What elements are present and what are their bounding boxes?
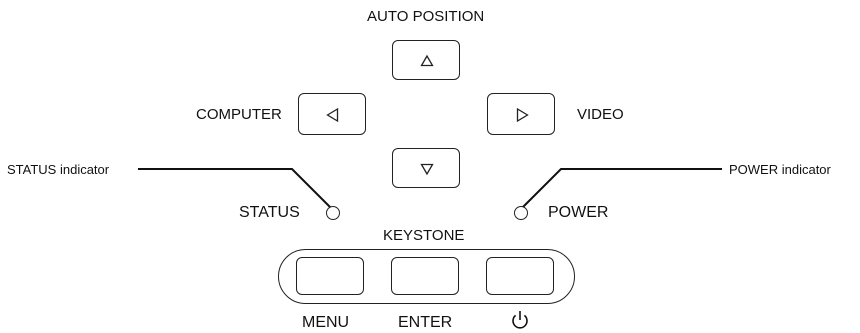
status-label: STATUS <box>239 204 300 221</box>
auto-position-label: AUTO POSITION <box>367 8 485 25</box>
video-label: VIDEO <box>577 106 624 123</box>
power-button[interactable] <box>486 257 554 295</box>
power-label: POWER <box>548 204 609 221</box>
status-indicator-callout-line <box>138 168 332 209</box>
power-indicator-callout-line <box>521 168 722 209</box>
computer-label: COMPUTER <box>196 106 282 123</box>
status-indicator-led <box>326 206 340 220</box>
enter-label: ENTER <box>398 314 453 331</box>
up-button[interactable] <box>392 40 460 80</box>
keystone-label: KEYSTONE <box>383 227 465 244</box>
triangle-left-icon <box>326 107 339 123</box>
power-symbol-icon <box>512 311 528 329</box>
triangle-down-icon <box>420 163 434 176</box>
right-button[interactable] <box>487 93 555 135</box>
triangle-up-icon <box>420 54 434 67</box>
triangle-right-icon <box>516 107 529 123</box>
menu-button[interactable] <box>296 257 364 295</box>
power-indicator-label: POWER indicator <box>729 162 831 177</box>
menu-label: MENU <box>302 314 350 331</box>
down-button[interactable] <box>392 148 460 188</box>
power-indicator-led <box>514 206 528 220</box>
enter-button[interactable] <box>391 257 459 295</box>
status-indicator-label: STATUS indicator <box>7 162 110 177</box>
left-button[interactable] <box>298 93 366 135</box>
